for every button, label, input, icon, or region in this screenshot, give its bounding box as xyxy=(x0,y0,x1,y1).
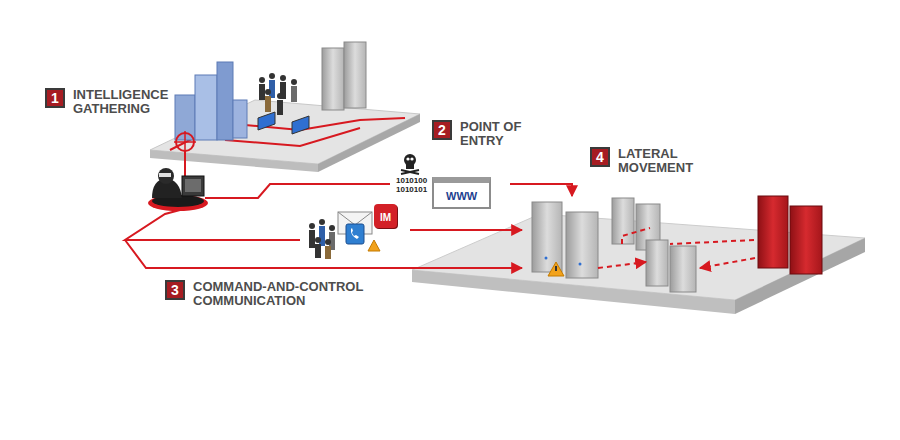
im-bubble: IM xyxy=(374,204,397,228)
binary-code: 1010100 1010101 xyxy=(396,176,427,194)
callout-number: 2 xyxy=(432,120,452,140)
skull-icon xyxy=(401,154,419,174)
hacker xyxy=(148,131,208,211)
callout-number: 4 xyxy=(590,147,610,167)
callout-number: 3 xyxy=(165,280,185,300)
callout-number: 1 xyxy=(45,88,65,108)
browser-window: WWW xyxy=(432,177,491,209)
office-platform xyxy=(150,42,420,172)
node-text: WWW xyxy=(446,190,477,202)
step-heading: INTELLIGENCE GATHERING xyxy=(73,88,193,116)
node-text: IM xyxy=(380,212,391,223)
attack-paths xyxy=(125,184,572,268)
step-callout: 3 COMMAND-AND-CONTROL COMMUNICATION xyxy=(165,280,403,308)
step-callout: 1 INTELLIGENCE GATHERING xyxy=(45,88,193,116)
step-callout: 4 LATERAL MOVEMENT xyxy=(590,147,718,175)
step-callout: 2 POINT OF ENTRY xyxy=(432,120,540,148)
step-heading: POINT OF ENTRY xyxy=(460,120,540,148)
step-heading: COMMAND-AND-CONTROL COMMUNICATION xyxy=(193,280,403,308)
step-heading: LATERAL MOVEMENT xyxy=(618,147,718,175)
target-network xyxy=(412,196,865,314)
social-engineering xyxy=(309,212,380,259)
